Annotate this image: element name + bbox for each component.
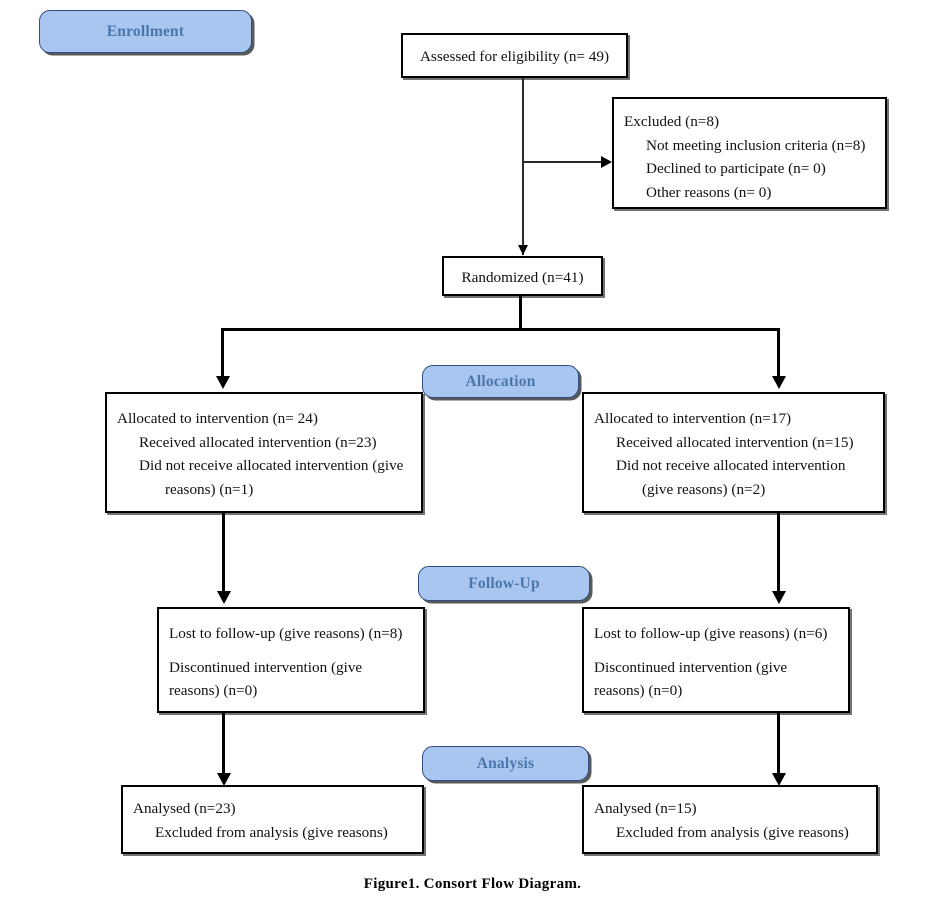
node-assessed-for-eligibility: Assessed for eligibility (n= 49): [401, 33, 628, 78]
stage-label-enrollment: Enrollment: [39, 10, 252, 53]
figure-caption: Figure1. Consort Flow Diagram.: [363, 876, 582, 892]
node-allocated-left-line-2: Did not receive allocated intervention (…: [139, 457, 404, 475]
node-followup-left: Lost to follow-up (give reasons) (n=8) D…: [157, 607, 425, 713]
node-analysis-left: Analysed (n=23) Excluded from analysis (…: [121, 785, 424, 854]
stage-label-followup: Follow-Up: [418, 566, 590, 601]
node-excluded-line-2: Declined to participate (n= 0): [646, 160, 826, 178]
node-allocated-left: Allocated to intervention (n= 24) Receiv…: [105, 392, 423, 513]
node-followup-left-spacer: [169, 646, 413, 656]
arrowhead-allocated-right: [772, 376, 786, 389]
connector-to-excluded: [522, 161, 604, 163]
node-excluded-line-0: Excluded (n=8): [624, 113, 720, 130]
node-analysis-left-line-0: Analysed (n=23): [133, 800, 236, 817]
node-excluded-line-1: Not meeting inclusion criteria (n=8): [646, 136, 866, 154]
node-followup-right-spacer: [594, 646, 838, 656]
node-allocated-left-line-0: Allocated to intervention (n= 24): [117, 410, 318, 427]
stage-label-followup-text: Follow-Up: [468, 574, 540, 592]
node-allocated-left-line-3: reasons) (n=1): [165, 480, 254, 498]
arrowhead-followup-right: [772, 591, 786, 604]
arrowhead-randomized: [518, 245, 528, 255]
connector-assessed-to-randomized: [522, 78, 524, 255]
connector-split-bar: [221, 328, 780, 331]
node-allocated-right-line-2: Did not receive allocated intervention: [616, 457, 846, 475]
node-followup-right: Lost to follow-up (give reasons) (n=6) D…: [582, 607, 850, 713]
stage-label-allocation: Allocation: [422, 365, 579, 398]
arrowhead-analysis-left: [217, 773, 231, 786]
stage-label-enrollment-text: Enrollment: [106, 22, 185, 40]
node-randomized: Randomized (n=41): [442, 256, 603, 296]
connector-split-right: [777, 328, 780, 378]
node-assessed-line-0: Assessed for eligibility (n= 49): [419, 48, 610, 65]
node-allocated-left-line-1: Received allocated intervention (n=23): [139, 433, 377, 451]
node-followup-right-line-0: Lost to follow-up (give reasons) (n=6): [594, 625, 828, 642]
connector-alloc-to-followup-left: [222, 513, 225, 593]
node-excluded-line-3: Other reasons (n= 0): [646, 183, 772, 201]
connector-randomized-stem: [519, 296, 522, 330]
stage-label-analysis-text: Analysis: [476, 754, 535, 772]
connector-followup-to-analysis-left: [222, 713, 225, 775]
node-analysis-right-line-0: Analysed (n=15): [594, 800, 697, 817]
connector-split-left: [221, 328, 224, 378]
stage-label-analysis: Analysis: [422, 746, 589, 781]
arrowhead-excluded: [601, 156, 612, 168]
node-allocated-right-line-3: (give reasons) (n=2): [642, 480, 766, 498]
node-analysis-left-line-1: Excluded from analysis (give reasons): [155, 823, 388, 841]
node-followup-right-line-3: reasons) (n=0): [594, 682, 683, 700]
connector-followup-to-analysis-right: [777, 713, 780, 775]
node-analysis-right-line-1: Excluded from analysis (give reasons): [616, 823, 849, 841]
node-followup-left-line-2: Discontinued intervention (give: [169, 658, 363, 676]
arrowhead-allocated-left: [216, 376, 230, 389]
node-randomized-line-0: Randomized (n=41): [461, 269, 584, 286]
arrowhead-followup-left: [217, 591, 231, 604]
node-excluded: Excluded (n=8) Not meeting inclusion cri…: [612, 97, 887, 209]
node-followup-left-line-3: reasons) (n=0): [169, 682, 258, 700]
node-allocated-right-line-0: Allocated to intervention (n=17): [594, 410, 792, 427]
node-allocated-right: Allocated to intervention (n=17) Receive…: [582, 392, 885, 513]
connector-alloc-to-followup-right: [777, 513, 780, 593]
arrowhead-analysis-right: [772, 773, 786, 786]
node-followup-left-line-0: Lost to follow-up (give reasons) (n=8): [169, 625, 403, 642]
node-allocated-right-line-1: Received allocated intervention (n=15): [616, 433, 854, 451]
stage-label-allocation-text: Allocation: [465, 372, 536, 390]
node-followup-right-line-2: Discontinued intervention (give: [594, 658, 788, 676]
node-analysis-right: Analysed (n=15) Excluded from analysis (…: [582, 785, 878, 854]
